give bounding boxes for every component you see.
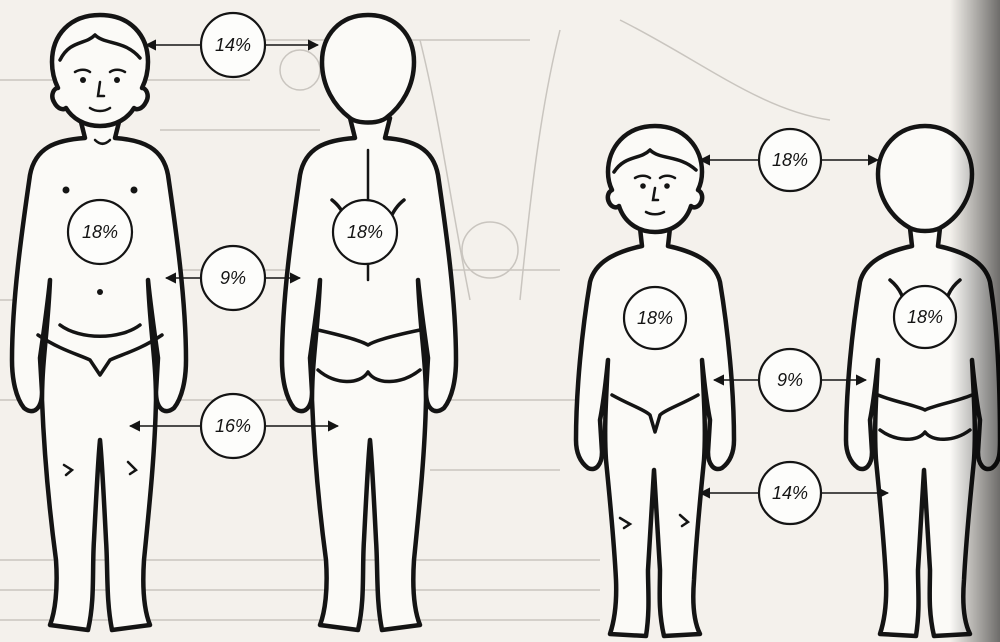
left-trunk-front-percent: 18% xyxy=(82,222,118,242)
right-front-head xyxy=(608,126,702,232)
left-arm-callout: 9% xyxy=(166,246,300,310)
right-head-percent: 18% xyxy=(772,150,808,170)
right-arm-callout: 9% xyxy=(714,349,866,411)
left-child-back xyxy=(282,15,456,630)
right-head-callout: 18% xyxy=(700,129,878,191)
left-front-head xyxy=(52,15,148,126)
left-head-percent: 14% xyxy=(215,35,251,55)
left-trunk-back-callout: 18% xyxy=(333,200,397,264)
left-group: 14% 18% 18% 9% 16% xyxy=(12,13,456,630)
left-trunk-back-percent: 18% xyxy=(347,222,383,242)
right-trunk-front-percent: 18% xyxy=(637,308,673,328)
right-trunk-back-percent: 18% xyxy=(907,307,943,327)
left-leg-percent: 16% xyxy=(215,416,251,436)
right-trunk-front-callout: 18% xyxy=(624,287,686,349)
page-edge-shadow xyxy=(950,0,1000,642)
left-child-front xyxy=(12,15,186,630)
right-arm-percent: 9% xyxy=(777,370,803,390)
left-arm-percent: 9% xyxy=(220,268,246,288)
left-trunk-front-callout: 18% xyxy=(68,200,132,264)
right-leg-callout: 14% xyxy=(700,462,888,524)
left-back-head xyxy=(322,15,414,123)
right-trunk-back-callout: 18% xyxy=(894,286,956,348)
left-head-callout: 14% xyxy=(146,13,318,77)
right-leg-percent: 14% xyxy=(772,483,808,503)
right-group: 18% 18% 18% 9% 14% xyxy=(576,126,1000,636)
